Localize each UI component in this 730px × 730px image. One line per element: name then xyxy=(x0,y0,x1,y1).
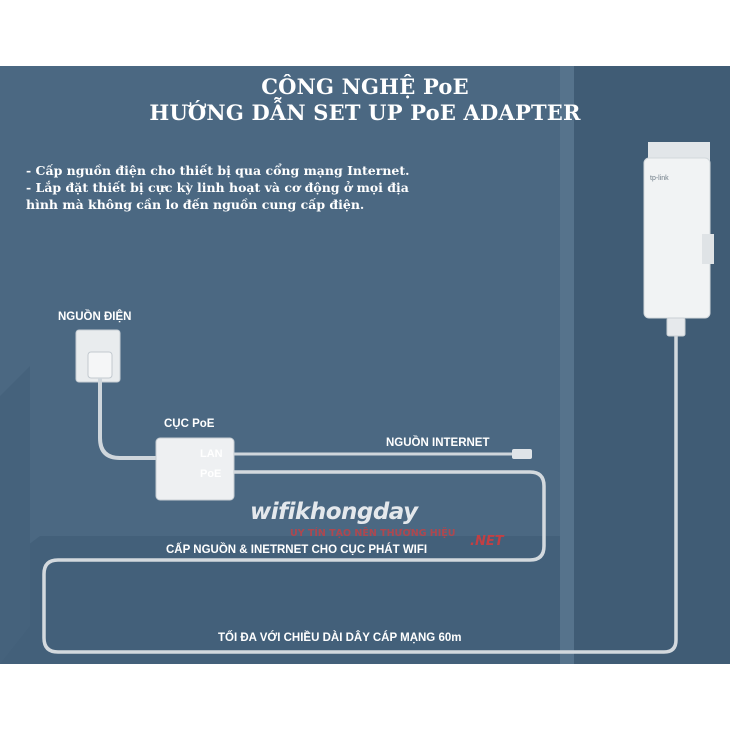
label-poe-box: CỤC PoE xyxy=(164,418,215,430)
watermark-tagline: UY TÍN TẠO NÊN THƯƠNG HIỆU xyxy=(290,528,456,539)
title-line-2: HƯỚNG DẪN SET UP PoE ADAPTER xyxy=(149,100,581,125)
poe-scene: tp-link xyxy=(0,66,730,664)
watermark-brand: wifikhongday xyxy=(250,499,418,525)
diagram-panel: tp-link CÔNG NGHỆ PoE HƯỚNG DẪN SET UP P… xyxy=(0,66,730,664)
wall-floor-shadow xyxy=(0,536,560,664)
power-cable xyxy=(98,378,158,460)
ap-mount-bracket xyxy=(702,234,714,264)
title-line-1: CÔNG NGHỆ PoE xyxy=(261,74,469,99)
watermark-tld: .NET xyxy=(470,534,504,549)
port-poe-label: PoE xyxy=(200,468,222,480)
wall-left-outlet-area xyxy=(0,366,30,664)
description-line-3: hình mà không cần lo đến nguồn cung cấp … xyxy=(26,197,365,212)
label-power-internet-to-ap: CẤP NGUỒN & INETRNET CHO CỤC PHÁT WIFI xyxy=(166,544,428,556)
power-plug xyxy=(87,351,113,379)
label-internet-source: NGUỒN INTERNET xyxy=(386,437,490,449)
description-line-2: - Lắp đặt thiết bị cực kỳ linh hoạt và c… xyxy=(26,180,409,195)
description-line-1: - Cấp nguồn điện cho thiết bị qua cổng m… xyxy=(26,163,410,178)
label-max-cable-length: TỐI ĐA VỚI CHIỀU DÀI DÂY CÁP MẠNG 60m xyxy=(218,632,462,644)
port-lan-label: LAN xyxy=(200,448,223,460)
ap-logo: tp-link xyxy=(650,175,669,182)
label-power-source: NGUỒN ĐIỆN xyxy=(58,311,132,323)
poe-output-cable xyxy=(42,336,678,654)
wall-right-edge xyxy=(560,66,574,664)
internet-cable-connector xyxy=(512,449,532,459)
ap-cable-connector xyxy=(666,317,686,337)
access-point-body xyxy=(643,157,711,319)
poe-injector-box xyxy=(155,437,235,501)
